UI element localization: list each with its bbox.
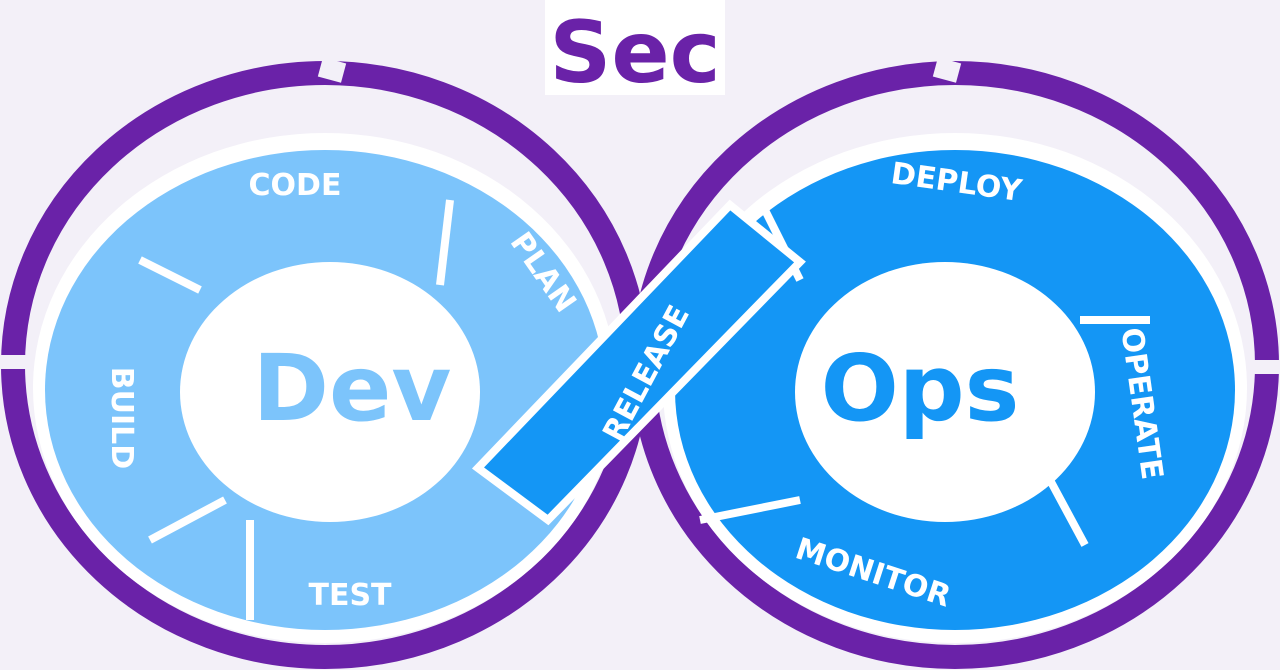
stage-build: BUILD: [104, 367, 139, 469]
sec-label: Sec: [549, 3, 720, 103]
stage-test: TEST: [308, 578, 392, 613]
stage-code: CODE: [249, 168, 342, 203]
ops-label: Ops: [821, 335, 1020, 442]
release-band: [471, 199, 806, 526]
dev-label: Dev: [253, 335, 452, 442]
